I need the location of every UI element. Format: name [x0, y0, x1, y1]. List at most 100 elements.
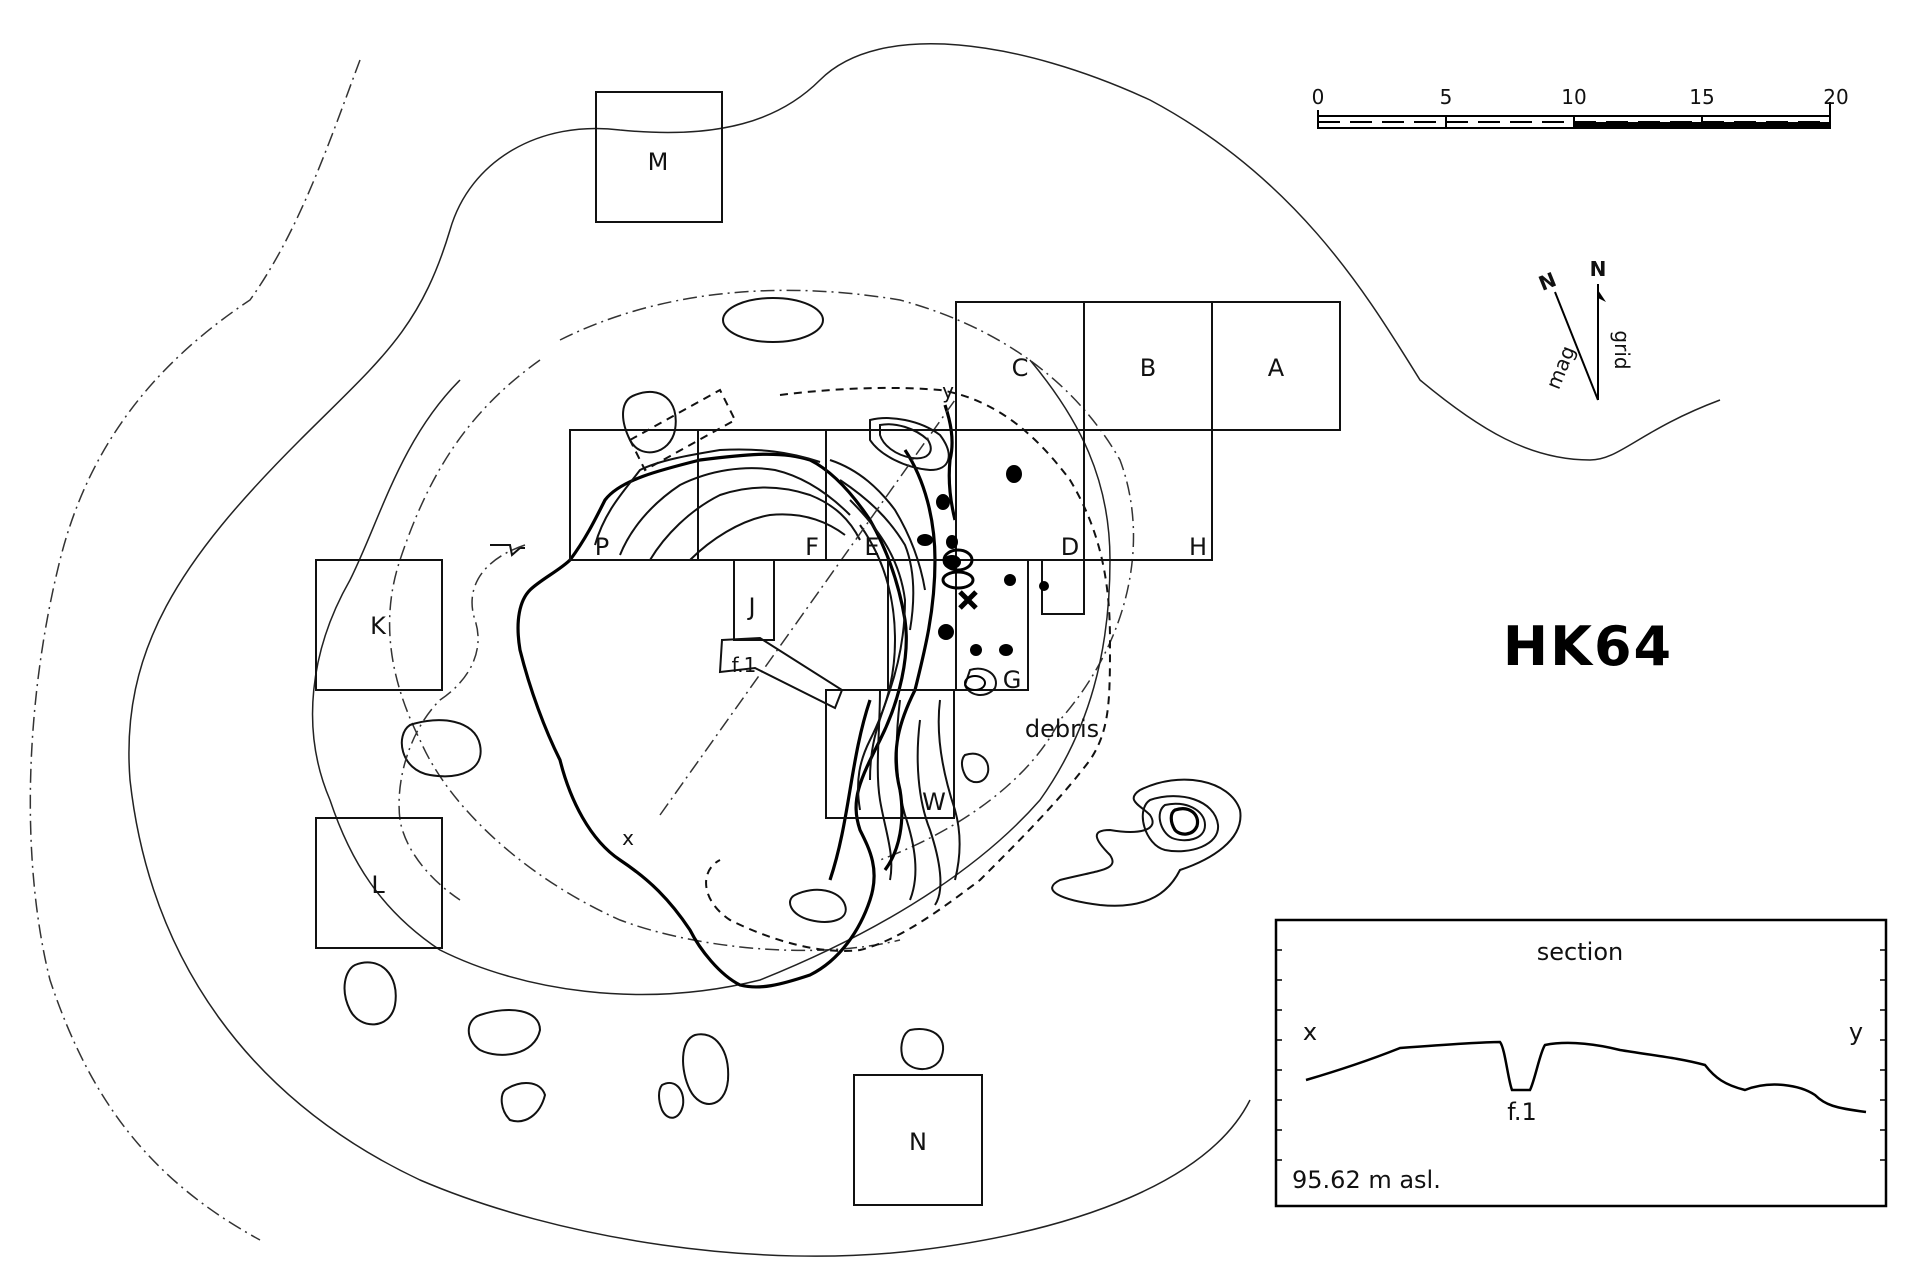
label-K: K [370, 612, 387, 640]
strata-line [689, 513, 846, 561]
site-title: HK64 [1503, 615, 1673, 678]
outer-contour-dashdot [29, 59, 361, 1241]
strata-line [876, 689, 893, 881]
label-M: M [648, 148, 669, 176]
square-A [1211, 301, 1341, 431]
square-W [825, 689, 955, 819]
strata-line [849, 499, 907, 781]
find-cross-icon [958, 590, 978, 610]
north-arrow: N N mag grid [1535, 257, 1634, 401]
find-ring [941, 570, 975, 590]
strata-line [649, 486, 861, 561]
find-dot [970, 644, 982, 656]
label-N: N [909, 1128, 927, 1156]
blob [900, 1028, 945, 1070]
label-G: G [1003, 666, 1022, 694]
blob [467, 1009, 542, 1056]
find-dot [936, 494, 950, 510]
strata-line [619, 467, 851, 556]
section-right-label: y [1849, 1018, 1863, 1046]
blob [622, 390, 677, 454]
finds-dots [917, 465, 1049, 691]
north-label-mag-n: N [1535, 267, 1560, 296]
section-frame [1274, 918, 1888, 1208]
scale-bar: 0 5 10 15 20 [1312, 85, 1849, 129]
strata-line [594, 448, 821, 546]
blob [658, 1082, 685, 1119]
blob [343, 961, 397, 1026]
label-F: F [805, 533, 819, 561]
square-L [315, 817, 443, 949]
pit-inner [1158, 802, 1207, 842]
label-C: C [1012, 354, 1029, 382]
scale-label-10: 10 [1561, 85, 1586, 109]
pit-outer [1051, 778, 1242, 907]
strata-line [857, 524, 897, 811]
scale-label-0: 0 [1312, 85, 1325, 109]
blob [400, 719, 482, 778]
section-ticks-left [1276, 949, 1282, 1161]
label-W: W [922, 788, 946, 816]
find-dot [946, 535, 958, 549]
excavation-squares [315, 91, 1341, 1206]
square-K [315, 559, 443, 691]
outer-contour [128, 43, 1721, 1257]
find-dot [1004, 574, 1016, 586]
square-M [595, 91, 723, 223]
feature-f1-trench [718, 636, 844, 710]
pit-core [1169, 807, 1200, 836]
scale-label-15: 15 [1689, 85, 1714, 109]
boundary-fragment [398, 544, 526, 901]
section-feature-label: f.1 [1507, 1098, 1537, 1126]
strata-line [829, 459, 926, 591]
square-N [853, 1074, 983, 1206]
north-label-grid-n: N [1590, 257, 1607, 281]
strata-line [869, 417, 950, 472]
section-profile [1305, 1040, 1867, 1114]
outcrop-outline [516, 452, 908, 989]
label-f1: f.1 [732, 653, 757, 677]
section-ticks-right [1880, 949, 1886, 1161]
label-A: A [1268, 354, 1285, 382]
strata-line [879, 423, 932, 460]
strata-line [828, 699, 872, 881]
strata-line [916, 719, 942, 906]
debris-outline [705, 386, 1112, 952]
label-J: J [746, 593, 755, 621]
section-line [659, 399, 956, 816]
square-labels: M C B A H D P F E J G W K L N f.1 debris… [370, 148, 1285, 1156]
square-G [955, 559, 1029, 691]
bold-edge [943, 404, 957, 521]
square-J [733, 559, 775, 641]
label-y: y [942, 379, 954, 403]
label-x: x [622, 826, 634, 850]
scale-label-20: 20 [1823, 85, 1848, 109]
label-B: B [1140, 354, 1156, 382]
blob [500, 1082, 547, 1123]
middle-contour-dotted [388, 289, 1135, 952]
section-left-label: x [1303, 1018, 1317, 1046]
find-dot [1006, 465, 1022, 483]
strata-line [839, 479, 915, 631]
boundary-fragment [490, 544, 525, 557]
scale-label-5: 5 [1440, 85, 1453, 109]
section-inset: section x y f.1 95.62 m asl. [1274, 918, 1888, 1208]
find-ring [942, 548, 974, 572]
blob [682, 1033, 730, 1105]
square-P [569, 429, 699, 561]
label-debris: debris [1025, 715, 1099, 743]
north-label-grid: grid [1610, 330, 1634, 369]
label-E: E [864, 533, 879, 561]
north-arrow-grid-head-icon [1598, 290, 1606, 302]
blob [961, 752, 990, 784]
find-dot [938, 624, 954, 640]
find-ring [964, 675, 986, 691]
blob [722, 297, 824, 343]
label-D: D [1061, 533, 1079, 561]
label-P: P [595, 533, 609, 561]
blob [789, 888, 847, 923]
blob [963, 667, 997, 696]
find-dot [999, 644, 1013, 656]
